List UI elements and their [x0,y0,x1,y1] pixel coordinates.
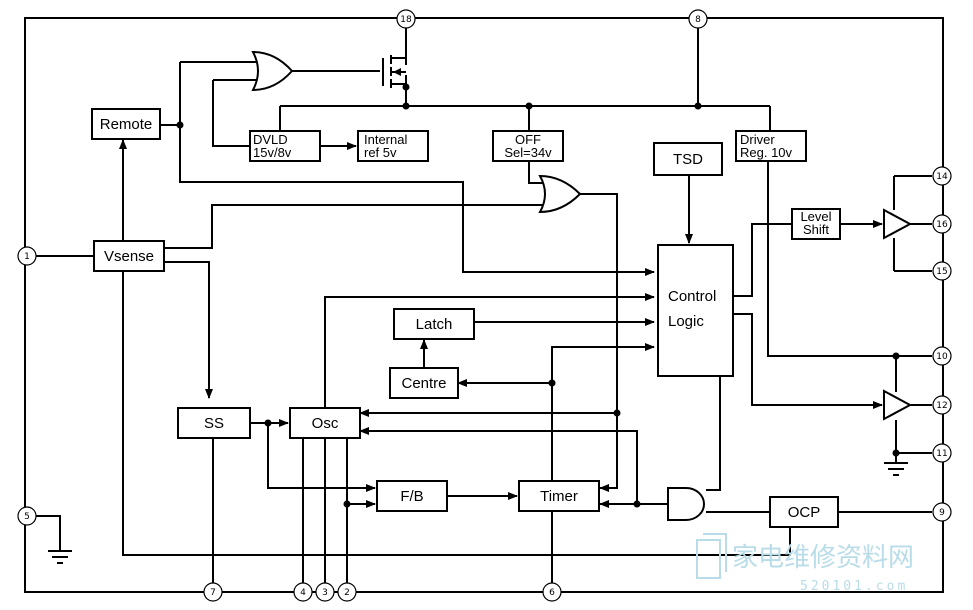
block-driver-reg: Driver Reg. 10v [735,130,807,162]
svg-text:TSD: TSD [673,151,703,168]
pin-14: 14 [932,166,952,186]
svg-text:Level: Level [800,209,831,224]
svg-text:SS: SS [204,415,224,432]
block-latch: Latch [393,308,475,340]
watermark: 家电维修资料网 520101.com [696,533,914,594]
svg-text:3: 3 [322,588,328,598]
svg-text:Latch: Latch [416,316,453,333]
ground-symbol [884,462,908,476]
pin-7: 7 [203,582,223,602]
block-ocp: OCP [769,496,839,528]
svg-text:Osc: Osc [312,415,339,432]
output-buffer-1 [883,208,913,240]
svg-text:16: 16 [936,220,948,230]
block-centre: Centre [389,367,459,399]
svg-text:ref 5v: ref 5v [364,145,397,160]
ground-symbol [48,550,72,564]
svg-text:15: 15 [936,267,947,277]
pin-6: 6 [542,582,562,602]
pin-16: 16 [932,214,952,234]
block-remote: Remote [91,108,161,140]
block-vsense: Vsense [93,240,165,272]
output-buffer-2 [883,389,913,421]
svg-text:Remote: Remote [100,116,153,133]
and-gate [667,487,705,521]
svg-text:Sel=34v: Sel=34v [504,145,552,160]
svg-text:12: 12 [936,401,947,411]
pin-9: 9 [932,502,952,522]
svg-text:Timer: Timer [540,488,578,505]
svg-text:14: 14 [936,172,948,182]
pin-2: 2 [337,582,357,602]
svg-text:Shift: Shift [803,222,829,237]
pin-1: 1 [17,246,37,266]
block-internal-ref: Internal ref 5v [357,130,429,162]
svg-text:9: 9 [939,508,945,518]
block-ss: SS [177,407,251,439]
or-gate-2 [538,174,582,214]
block-tsd: TSD [653,142,723,176]
block-dvld: DVLD 15v/8v [249,130,321,162]
block-fb: F/B [376,480,448,512]
block-timer: Timer [518,480,600,512]
svg-text:家电维修资料网: 家电维修资料网 [732,543,914,573]
svg-text:2: 2 [344,588,350,598]
block-off-sel: OFF Sel=34v [492,130,564,162]
mosfet-symbol [382,55,406,88]
pin-8: 8 [688,9,708,29]
svg-text:7: 7 [210,588,216,598]
pin-18: 18 [396,9,416,29]
svg-text:Internal: Internal [364,132,407,147]
svg-text:OCP: OCP [788,504,821,521]
svg-text:5: 5 [24,512,30,522]
pin-15: 15 [932,261,952,281]
svg-text:OFF: OFF [515,132,541,147]
wires [35,28,932,583]
pin-10: 10 [932,346,952,366]
block-osc: Osc [289,407,361,439]
pin-3: 3 [315,582,335,602]
block-control-logic: Control Logic [657,244,734,377]
svg-text:Reg. 10v: Reg. 10v [740,145,793,160]
svg-text:1: 1 [24,252,30,262]
svg-text:Driver: Driver [740,132,775,147]
svg-text:8: 8 [695,15,701,25]
ic-outline [24,17,944,593]
svg-text:10: 10 [936,352,948,362]
svg-text:520101.com: 520101.com [800,579,908,594]
svg-text:15v/8v: 15v/8v [253,145,292,160]
pin-4: 4 [293,582,313,602]
svg-text:Logic: Logic [668,313,704,330]
svg-text:18: 18 [400,15,412,25]
pin-11: 11 [932,443,952,463]
svg-text:Control: Control [668,288,716,305]
svg-text:DVLD: DVLD [253,132,288,147]
svg-text:11: 11 [936,449,947,459]
svg-text:Vsense: Vsense [104,248,154,265]
svg-text:6: 6 [549,588,555,598]
pin-5: 5 [17,506,37,526]
or-gate-1 [251,50,294,92]
svg-text:4: 4 [300,588,306,598]
junction-dots [176,83,900,508]
svg-text:Centre: Centre [401,375,446,392]
svg-text:F/B: F/B [400,488,423,505]
block-level-shift: Level Shift [791,208,841,240]
pin-12: 12 [932,395,952,415]
